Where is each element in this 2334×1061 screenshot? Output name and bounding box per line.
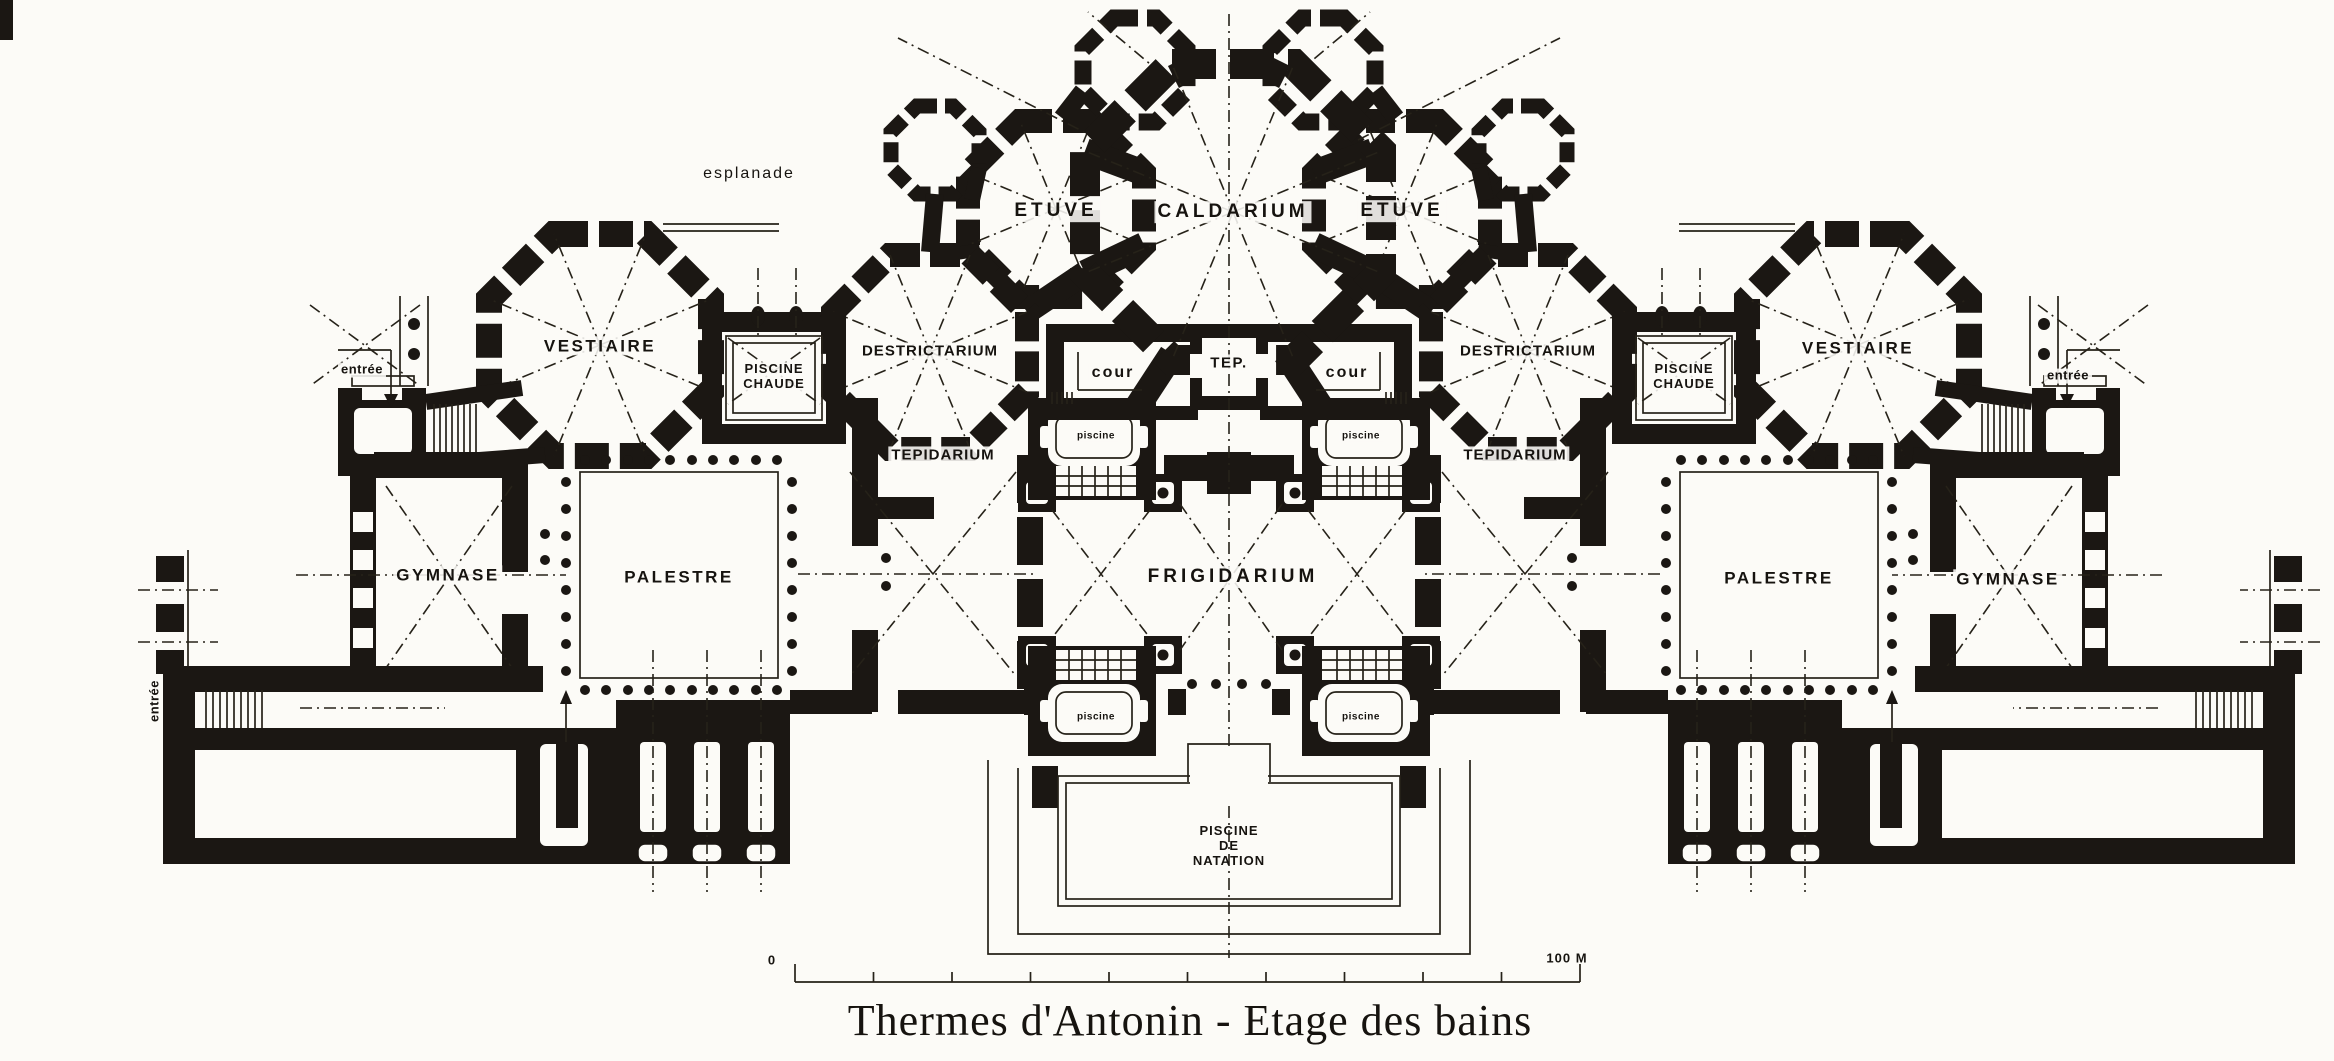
pool-label-piscine-upper-left: piscine <box>1074 430 1118 442</box>
scale-bar-start-label: 0 <box>767 952 777 968</box>
plan-left-wing <box>138 9 1229 892</box>
room-label-frigidarium: FRIGIDARIUM <box>1144 566 1322 588</box>
room-label-tepidarium-left: TEPIDARIUM <box>888 446 998 464</box>
entrance-label-side-left: entrée <box>146 679 162 723</box>
room-label-etuve-right: ETUVE <box>1357 200 1447 222</box>
scale-bar-end-label: 100 M <box>1546 950 1588 966</box>
plan-caption: Thermes d'Antonin - Etage des bains <box>847 995 1533 1045</box>
room-label-destrictarium-right: DESTRICTARIUM <box>1456 342 1600 360</box>
room-label-vestiaire-left: VESTIAIRE <box>540 336 660 356</box>
room-label-vestiaire-right: VESTIAIRE <box>1798 338 1918 358</box>
room-label-gymnase-left: GYMNASE <box>393 565 503 585</box>
entrance-label-top-right: entrée <box>2043 368 2093 384</box>
room-label-caldarium: CALDARIUM <box>1154 201 1312 223</box>
room-label-etuve-left: ETUVE <box>1011 200 1101 222</box>
room-label-palestre-left: PALESTRE <box>621 567 737 587</box>
pool-label-piscine-lower-left: piscine <box>1074 711 1118 723</box>
pool-label-piscine-natation: PISCINE DE NATATION <box>1192 822 1266 868</box>
room-label-cour-right: cour <box>1322 363 1372 383</box>
pool-label-piscine-upper-right: piscine <box>1339 430 1383 442</box>
pool-label-piscine-lower-right: piscine <box>1339 711 1383 723</box>
room-label-cour-left: cour <box>1088 363 1138 383</box>
scale-bar <box>794 964 1581 983</box>
room-label-tep: TEP. <box>1207 354 1251 372</box>
room-label-tepidarium-right: TEPIDARIUM <box>1460 446 1570 464</box>
room-label-gymnase-right: GYMNASE <box>1953 569 2063 589</box>
room-label-piscine-chaude-right: PISCINE CHAUDE <box>1650 361 1718 392</box>
room-label-piscine-chaude-left: PISCINE CHAUDE <box>740 361 808 392</box>
room-label-palestre-right: PALESTRE <box>1721 568 1837 588</box>
entrance-label-top-left: entrée <box>337 362 387 378</box>
area-label-esplanade: esplanade <box>703 164 795 182</box>
room-label-destrictarium-left: DESTRICTARIUM <box>858 342 1002 360</box>
